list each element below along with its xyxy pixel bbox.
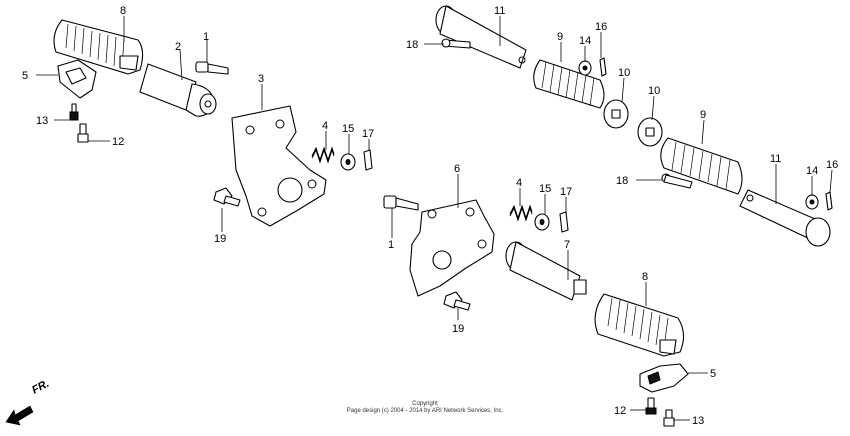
callout-15-right[interactable]: 15 [539,183,551,195]
part-13-bolt-left[interactable] [69,103,79,121]
callout-labels: 8 2 1 3 5 13 12 4 15 17 19 11 18 9 14 16… [22,5,838,427]
callout-14-top[interactable]: 14 [579,35,591,47]
callout-19-right[interactable]: 19 [452,323,464,335]
part-8-footpeg-rubber-right[interactable] [594,293,685,357]
callout-5-left[interactable]: 5 [22,70,28,82]
part-2-footpeg-shaft[interactable] [139,63,217,117]
part-11-pin-bottom[interactable] [739,189,831,247]
callout-8-left[interactable]: 8 [120,5,126,17]
callout-9-mid[interactable]: 9 [700,109,706,121]
front-direction-arrow-icon [5,405,34,426]
part-9-rubber-mid[interactable] [660,137,743,195]
copyright-line: Copyright [412,401,438,407]
callout-7[interactable]: 7 [564,239,570,251]
part-12-bolt-left[interactable] [77,123,89,143]
part-4-spring-right[interactable] [509,204,533,222]
part-10-plate-mid[interactable] [637,117,663,147]
callout-18-top[interactable]: 18 [406,39,418,51]
copyright-notice: Page design (c) 2004 - 2014 by ARI Netwo… [346,408,504,414]
callout-3[interactable]: 3 [258,73,264,85]
part-3-bracket-left[interactable] [231,105,327,227]
part-14-washer-bottom[interactable] [805,194,819,210]
callout-19-left[interactable]: 19 [214,233,226,245]
callout-1-left[interactable]: 1 [203,31,209,43]
part-16-pin-bottom[interactable] [825,191,833,211]
part-11-pin-top[interactable] [435,5,527,69]
callout-4-left[interactable]: 4 [322,120,328,132]
callout-10-mid[interactable]: 10 [648,85,660,97]
part-5-clip-right[interactable] [639,363,689,393]
part-18-pin-top[interactable] [441,38,471,49]
part-15-washer-left[interactable] [340,153,356,171]
part-19-bolt-left[interactable] [213,187,241,207]
callout-11-bottom[interactable]: 11 [770,153,781,165]
callout-2[interactable]: 2 [175,41,181,53]
part-4-spring-left[interactable] [311,146,335,164]
part-16-pin-top[interactable] [599,57,607,77]
callout-6[interactable]: 6 [454,163,460,175]
callout-12-left[interactable]: 12 [112,136,124,148]
part-5-clip-left[interactable] [57,59,97,99]
callout-18-mid[interactable]: 18 [616,175,628,187]
callout-15-left[interactable]: 15 [342,123,354,135]
callout-13-right[interactable]: 13 [692,415,704,427]
part-10-plate-top[interactable] [603,99,629,129]
callout-10-top[interactable]: 10 [618,67,630,79]
callout-1-right[interactable]: 1 [388,239,394,251]
part-18-pin-mid[interactable] [661,173,693,189]
part-17-pin-left[interactable] [363,149,373,171]
callout-17-right[interactable]: 17 [560,186,572,198]
part-19-bolt-right[interactable] [443,291,471,311]
part-14-washer-top[interactable] [578,60,592,76]
part-8-footpeg-rubber-left[interactable] [53,19,144,75]
part-1-bolt-left[interactable] [195,61,229,75]
callout-16-top[interactable]: 16 [595,21,607,33]
callout-11-top[interactable]: 11 [494,5,505,17]
part-9-rubber-top[interactable] [533,59,605,109]
part-13-bolt-right[interactable] [663,409,675,427]
part-17-pin-right[interactable] [559,211,569,233]
callout-12-right[interactable]: 12 [614,405,626,417]
part-1-bolt-right[interactable] [383,195,419,211]
callout-14-bottom[interactable]: 14 [806,165,818,177]
part-15-washer-right[interactable] [534,213,550,231]
callout-5-right[interactable]: 5 [710,368,716,380]
callout-8-right[interactable]: 8 [642,271,648,283]
part-12-bolt-right[interactable] [645,397,657,415]
leader-lines [36,16,833,421]
part-7-footpeg-shaft-right[interactable] [505,241,587,301]
callout-16-bottom[interactable]: 16 [826,159,838,171]
callout-4-right[interactable]: 4 [516,177,522,189]
callout-17-left[interactable]: 17 [362,128,374,140]
callout-13-left[interactable]: 13 [36,115,48,127]
part-6-bracket-right[interactable] [409,199,495,297]
callout-9-top[interactable]: 9 [557,31,563,43]
